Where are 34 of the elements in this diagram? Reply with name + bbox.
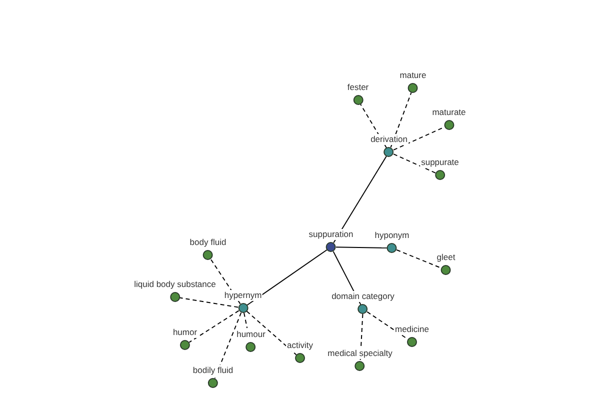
connector-line: [366, 311, 408, 340]
connector-line: [244, 312, 248, 328]
connector-line: [214, 312, 242, 379]
connector-line: [390, 92, 412, 148]
node-label: humour: [236, 329, 266, 340]
connector-line: [336, 246, 388, 248]
connector-line: [396, 249, 442, 269]
node-label: body fluid: [188, 237, 228, 248]
node-label: bodily fluid: [192, 365, 234, 376]
node-label: domain category: [330, 291, 396, 302]
connector-line: [393, 126, 445, 150]
connector-line: [188, 310, 240, 343]
node-label: liquid body substance: [133, 279, 217, 290]
node-label: suppuration: [308, 229, 354, 240]
node-label: derivation: [370, 134, 408, 145]
connector-line: [333, 156, 387, 244]
connector-line: [210, 258, 241, 304]
node-label: activity: [286, 340, 314, 351]
connector-line: [179, 297, 239, 308]
connector-line: [360, 314, 364, 362]
node-label: medical specialty: [326, 348, 394, 359]
connector-line: [393, 154, 436, 174]
node-label: mature: [398, 70, 428, 81]
node-label: hyponym: [374, 230, 410, 241]
node-label: suppurate: [420, 157, 460, 168]
node-label: humor: [172, 327, 198, 338]
node-label: medicine: [394, 324, 430, 335]
connector-line: [360, 104, 387, 148]
node-label: fester: [346, 82, 370, 93]
node-label: hypernym: [223, 290, 263, 301]
connector-line: [246, 310, 297, 356]
node-label: gleet: [436, 252, 456, 263]
node-label: maturate: [431, 107, 467, 118]
connector-line: [246, 249, 328, 306]
